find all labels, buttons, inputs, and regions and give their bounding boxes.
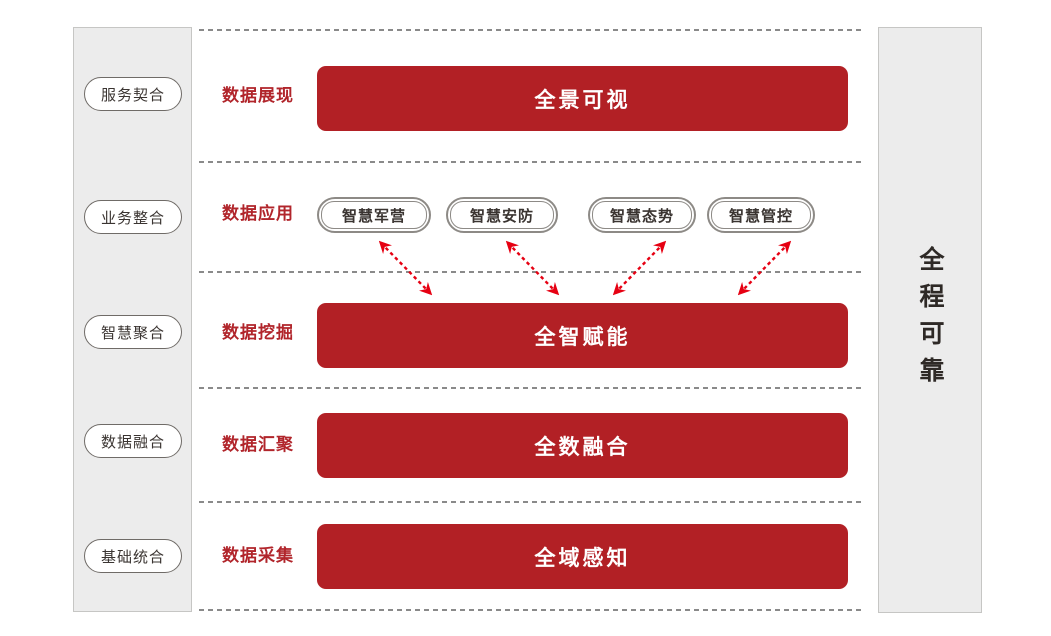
app-pill-smart-security: 智慧安防 [446,197,558,233]
stage-label-data-display: 数据展现 [222,86,294,105]
stage-label-data-aggregation: 数据汇聚 [222,435,294,454]
assurance-vertical-label: 全程可靠 [916,246,944,394]
app-pill-label: 智慧态势 [609,207,674,225]
app-pill-label: 智慧安防 [469,207,534,225]
app-pill-label: 智慧管控 [728,207,793,225]
layer-bar-label: 全智赋能 [534,325,631,349]
row-divider-dashed-line [199,501,865,503]
capability-pill-2: 业务整合 [84,200,182,234]
app-pill-label: 智慧军营 [341,207,406,225]
right-assurance-panel: 全程可靠 [878,27,982,613]
layer-bar-label: 全景可视 [534,88,631,112]
app-pill-smart-control: 智慧管控 [707,197,815,233]
capability-pill-1: 服务契合 [84,77,182,111]
layer-bar-label: 全域感知 [534,546,631,570]
bidirectional-arrow-3 [612,240,667,296]
row-divider-dashed-line [199,609,865,611]
layer-bar-domain-sensing: 全域感知 [317,524,848,589]
app-pill-smart-situation: 智慧态势 [588,197,696,233]
capability-pill-label: 智慧聚合 [100,324,165,342]
capability-pill-label: 业务整合 [100,209,165,227]
bidirectional-arrow-1 [378,240,433,296]
stage-label-data-collection: 数据采集 [222,546,294,565]
capability-pill-5: 基础统合 [84,539,182,573]
row-divider-dashed-line [199,271,865,273]
stage-label-data-mining: 数据挖掘 [222,323,294,342]
capability-pill-4: 数据融合 [84,424,182,458]
capability-pill-label: 数据融合 [100,433,165,451]
left-capability-panel: 服务契合 业务整合 智慧聚合 数据融合 基础统合 [73,27,192,612]
layer-bar-data-fusion: 全数融合 [317,413,848,478]
capability-pill-3: 智慧聚合 [84,315,182,349]
capability-pill-label: 服务契合 [100,86,165,104]
layer-bar-panorama-visual: 全景可视 [317,66,848,131]
bidirectional-arrow-4 [737,240,792,296]
layer-bar-label: 全数融合 [534,435,631,459]
row-divider-dashed-line [199,29,865,31]
capability-pill-label: 基础统合 [100,548,165,566]
stage-label-data-application: 数据应用 [222,204,294,223]
app-pill-smart-barracks: 智慧军营 [317,197,431,233]
row-divider-dashed-line [199,161,865,163]
layer-bar-ai-empowerment: 全智赋能 [317,303,848,368]
bidirectional-arrow-2 [505,240,560,296]
row-divider-dashed-line [199,387,865,389]
